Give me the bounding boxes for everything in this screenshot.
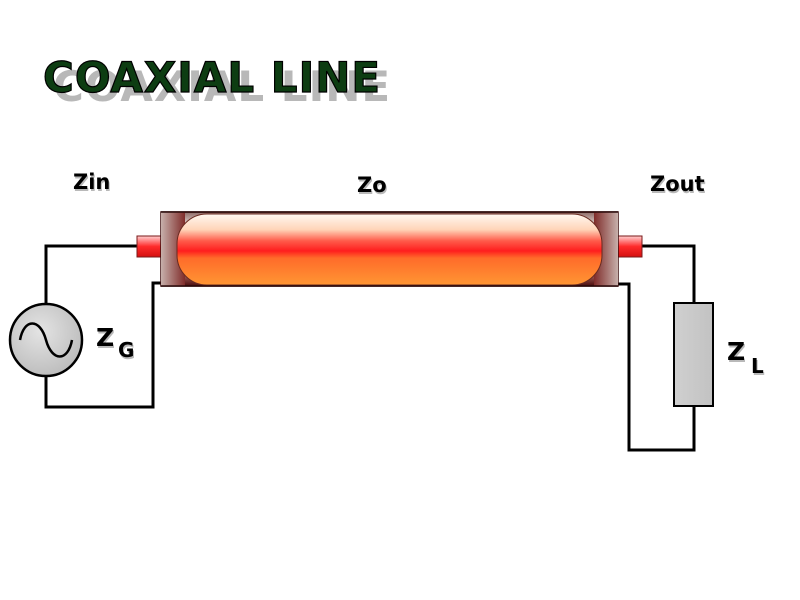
title-group: COAXIAL LINE COAXIAL LINE [42, 52, 391, 111]
load-impedance [673, 302, 714, 407]
diagram-labels: Zin Zin Zo Zo Zout Zout Z Z G G Z Z L L [73, 170, 765, 380]
zout-shadow: Zout [651, 174, 706, 198]
label-zin: Zin [73, 170, 110, 194]
label-zo: Zo [357, 173, 387, 197]
label-zg-main: Z [96, 323, 114, 352]
page-title: COAXIAL LINE [43, 53, 381, 102]
title-shadow: COAXIAL LINE [53, 62, 391, 111]
label-zg-sub: G [118, 338, 134, 362]
sine-wave-icon [18, 322, 74, 358]
zin-shadow: Zin [74, 172, 111, 196]
wire-source-bottom [44, 281, 162, 409]
right-center-pin [615, 235, 643, 258]
coaxial-cable [160, 211, 619, 287]
zg-main-shadow: Z [97, 325, 115, 354]
zl-main-shadow: Z [728, 339, 746, 368]
wire-source-top [44, 244, 138, 305]
zl-sub-shadow: L [752, 356, 765, 380]
circuit-wires [44, 244, 696, 452]
wire-load-bottom [617, 282, 696, 452]
label-zl-main: Z [727, 337, 745, 366]
left-center-pin [136, 235, 164, 258]
wire-load-top [642, 244, 696, 303]
zg-sub-shadow: G [119, 340, 135, 364]
signal-generator [8, 302, 84, 378]
label-zl-sub: L [751, 354, 764, 378]
inner-dielectric [176, 213, 603, 286]
zo-shadow: Zo [358, 175, 388, 199]
label-zout: Zout [650, 172, 705, 196]
